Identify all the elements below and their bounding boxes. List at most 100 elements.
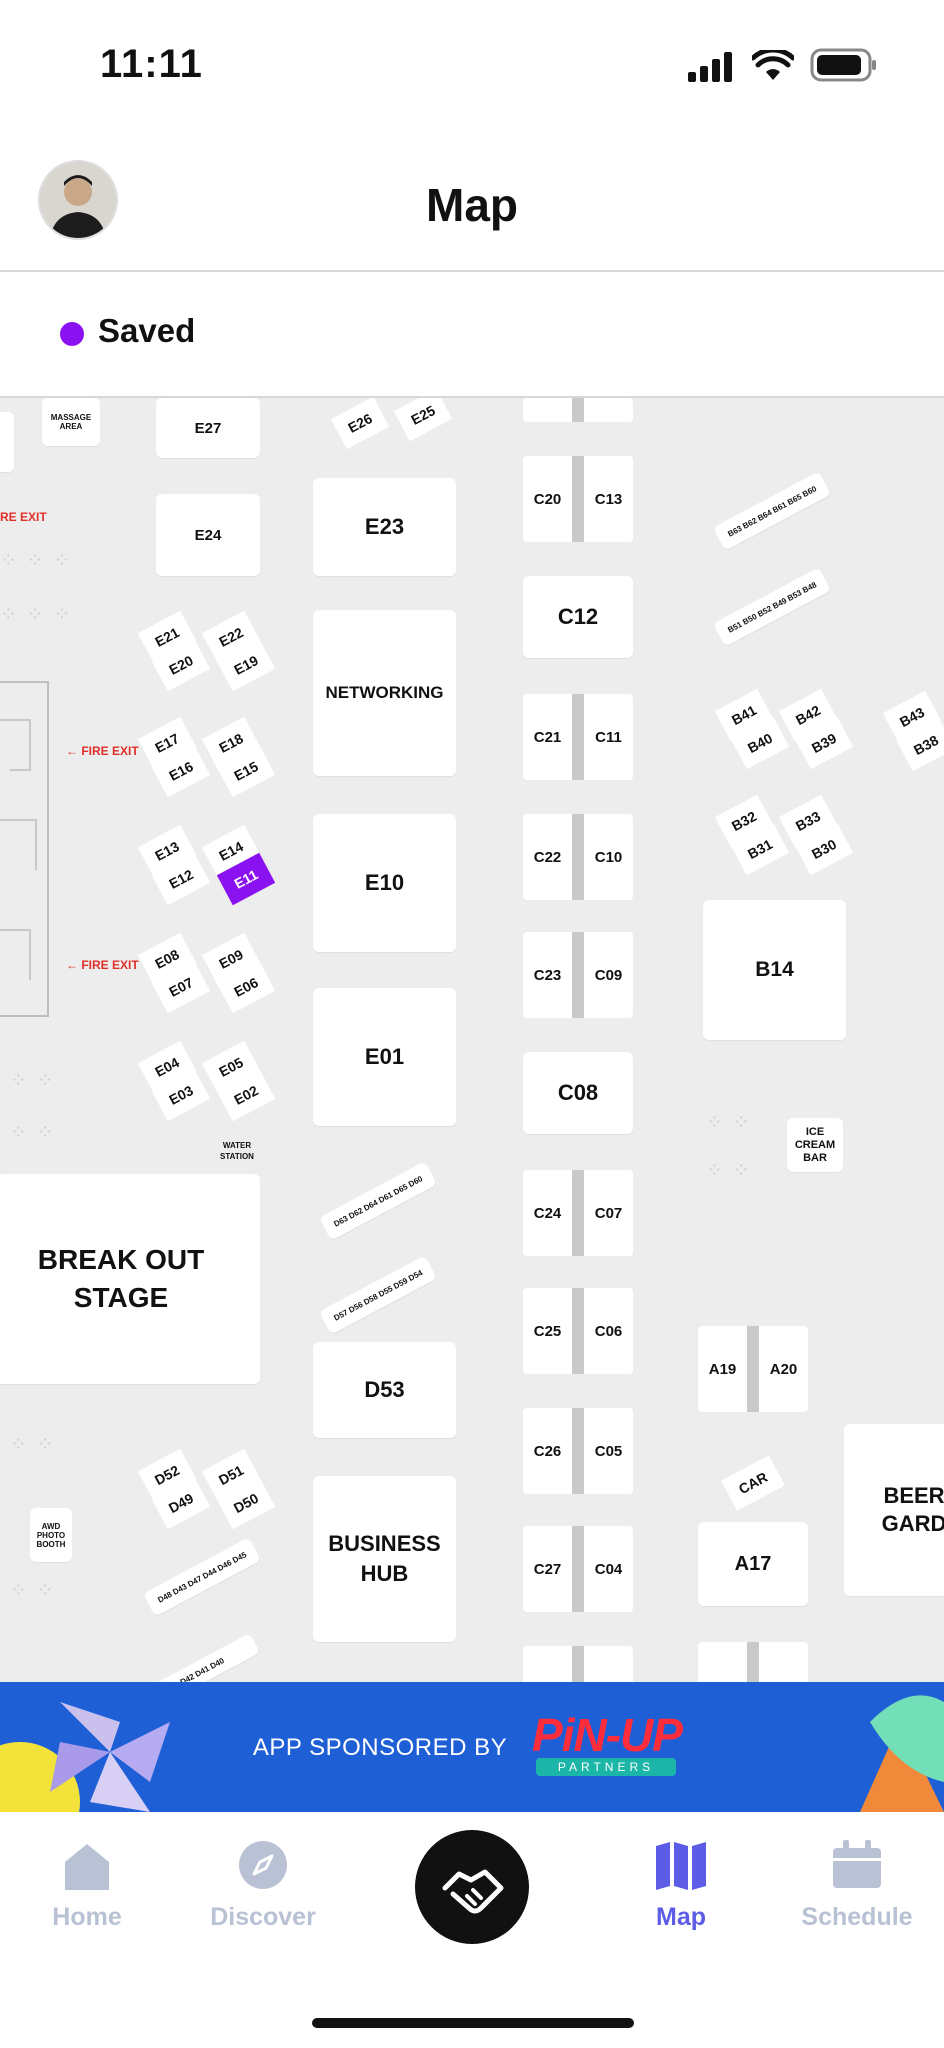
networking-area[interactable]: NETWORKING [313, 610, 456, 776]
booth-a17[interactable]: A17 [698, 1522, 808, 1606]
building-outline [0, 681, 49, 1017]
booth-a19[interactable]: A19 [708, 1360, 737, 1378]
floor-map[interactable]: MASSAGE AREA RE EXIT E27 E24 E23 E26 E25… [0, 398, 944, 1682]
booth-pair-c21-c11[interactable]: C21 C11 [523, 694, 633, 780]
tab-map[interactable]: Map [606, 1840, 756, 1932]
booth-c25[interactable]: C25 [533, 1322, 562, 1340]
booth-e10[interactable]: E10 [313, 814, 456, 952]
business-hub[interactable]: BUSINESS HUB [313, 1476, 456, 1642]
header: Map [0, 140, 944, 272]
handshake-icon [442, 1869, 504, 1914]
booth-c13[interactable]: C13 [594, 490, 623, 508]
seating-dots: ⁘⁘ [10, 1070, 64, 1092]
booth-pair-bottom[interactable] [523, 1646, 633, 1682]
booth-c09[interactable]: C09 [594, 966, 623, 984]
status-bar: 11:11 [0, 0, 944, 140]
seating-dots: ⁘⁘ [10, 1580, 64, 1602]
arrow-left-icon: ← [66, 744, 78, 758]
booth-c08[interactable]: C08 [523, 1052, 633, 1134]
networking-button[interactable] [415, 1830, 529, 1944]
arrow-left-icon: ← [66, 958, 78, 972]
booth-cluster-d54-d59[interactable]: D57 D56 D58 D55 D59 D54 [318, 1255, 438, 1335]
booth-pair-c27-c04[interactable]: C27 C04 [523, 1526, 633, 1612]
massage-area[interactable]: MASSAGE AREA [42, 398, 100, 446]
booth-c07[interactable]: C07 [594, 1204, 623, 1222]
car-display[interactable]: CAR [721, 1455, 785, 1511]
sponsor-text: APP SPONSORED BY [252, 1734, 508, 1761]
page-title: Map [426, 179, 518, 231]
beer-garden[interactable]: BEER GARD [844, 1424, 944, 1596]
booth-pair-top[interactable] [523, 398, 633, 422]
booth-cluster-d40-d42[interactable]: D42 D41 D40 [143, 1633, 261, 1682]
logo-sub-text: PARTNERS [536, 1758, 676, 1776]
booth-e25[interactable]: E25 [393, 398, 453, 442]
booth-pair-c25-c06[interactable]: C25 C06 [523, 1288, 633, 1374]
booth-c06[interactable]: C06 [594, 1322, 623, 1340]
fire-exit-label: ← FIRE EXIT [66, 744, 139, 758]
map-icon [656, 1842, 706, 1890]
seating-dots: ⁘⁘ [706, 1112, 760, 1134]
tab-map-label: Map [656, 1903, 706, 1931]
photo-booth[interactable]: AWD PHOTO BOOTH [30, 1508, 72, 1562]
booth-pair-c24-c07[interactable]: C24 C07 [523, 1170, 633, 1256]
booth-b14[interactable]: B14 [703, 900, 846, 1040]
booth-c23[interactable]: C23 [533, 966, 562, 984]
decorative-shapes-icon [860, 1695, 944, 1812]
booth-c26[interactable]: C26 [533, 1442, 562, 1460]
booth-cluster-b60-b65[interactable]: B63 B62 B64 B61 B65 B60 [712, 471, 832, 551]
booth-e01[interactable]: E01 [313, 988, 456, 1126]
booth-c12[interactable]: C12 [523, 576, 633, 658]
booth-e26[interactable]: E26 [330, 398, 390, 450]
sponsor-banner[interactable]: APP SPONSORED BY PiN-UP PARTNERS [0, 1682, 944, 1812]
saved-filter[interactable]: Saved [0, 272, 944, 398]
booth-c05[interactable]: C05 [594, 1442, 623, 1460]
booth-c20[interactable]: C20 [533, 490, 562, 508]
profile-photo [40, 162, 116, 238]
booth-cluster-d60-d65[interactable]: D63 D62 D64 D61 D65 D60 [318, 1161, 438, 1241]
booth-a20[interactable]: A20 [769, 1360, 798, 1378]
booth-c22[interactable]: C22 [533, 848, 562, 866]
tab-schedule[interactable]: Schedule [782, 1840, 932, 1932]
home-icon [65, 1844, 109, 1890]
booth-pair-c23-c09[interactable]: C23 C09 [523, 932, 633, 1018]
status-time: 11:11 [100, 42, 203, 86]
break-out-stage[interactable]: BREAK OUT STAGE [0, 1174, 260, 1384]
booth-e27[interactable]: E27 [156, 398, 260, 458]
booth-pair-bottom[interactable] [698, 1642, 808, 1682]
seating-dots: ⁘⁘⁘ [0, 604, 81, 626]
ice-cream-bar[interactable]: ICE CREAM BAR [787, 1118, 843, 1172]
booth-e24[interactable]: E24 [156, 494, 260, 576]
avatar[interactable] [38, 160, 118, 240]
booth-pair-a19-a20[interactable]: A19 A20 [698, 1326, 808, 1412]
fire-exit-label: ← FIRE EXIT [66, 958, 139, 972]
booth-c21[interactable]: C21 [533, 728, 562, 746]
seating-dots: ⁘⁘ [10, 1122, 64, 1144]
booth-c24[interactable]: C24 [533, 1204, 562, 1222]
booth-e23[interactable]: E23 [313, 478, 456, 576]
tab-home[interactable]: Home [12, 1840, 162, 1932]
tab-bar: Home Discover Map Schedule [0, 1812, 944, 2048]
seating-dots: ⁘⁘ [10, 1434, 64, 1456]
fire-exit-label: RE EXIT [0, 510, 47, 524]
tab-discover[interactable]: Discover [188, 1840, 338, 1932]
decorative-pinwheel-icon [0, 1702, 170, 1812]
booth-d53[interactable]: D53 [313, 1342, 456, 1438]
water-station-label: WATER STATION [220, 1141, 254, 1161]
stage-label: BREAK OUT STAGE [37, 1244, 205, 1313]
booth-cluster-d43-d48[interactable]: D48 D43 D47 D44 D46 D45 [142, 1537, 262, 1617]
pin-up-partners-logo[interactable]: PiN-UP PARTNERS [532, 1708, 683, 1782]
left-edge-booth [0, 412, 14, 472]
saved-label: Saved [98, 312, 196, 349]
booth-pair-c26-c05[interactable]: C26 C05 [523, 1408, 633, 1494]
booth-c04[interactable]: C04 [594, 1560, 623, 1578]
calendar-icon [833, 1840, 881, 1888]
booth-c10[interactable]: C10 [594, 848, 623, 866]
signal-icon [688, 52, 732, 82]
seating-dots: ⁘⁘ [706, 1160, 760, 1182]
booth-c27[interactable]: C27 [533, 1560, 562, 1578]
booth-cluster-b48-b53[interactable]: B51 B50 B52 B49 B53 B48 [712, 567, 832, 647]
booth-pair-c22-c10[interactable]: C22 C10 [523, 814, 633, 900]
booth-pair-c20-c13[interactable]: C20 C13 [523, 456, 633, 542]
booth-c11[interactable]: C11 [595, 728, 622, 746]
wifi-icon [752, 50, 794, 80]
